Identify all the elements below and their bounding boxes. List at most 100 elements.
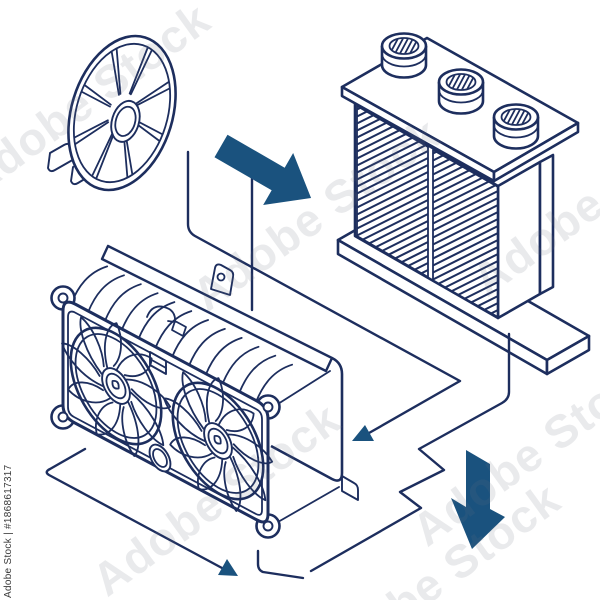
rear-fan-blade <box>88 275 124 312</box>
rear-fan-blade <box>239 356 275 393</box>
filler-cap <box>439 70 483 114</box>
grille-fin-line <box>425 194 506 235</box>
tab-hole <box>59 413 68 422</box>
rear-fan-blade <box>71 266 107 303</box>
fan-blade <box>87 399 129 440</box>
wheel-spoke <box>82 85 114 104</box>
cap-knurl-line <box>395 39 403 54</box>
rear-frame-foot <box>342 476 358 500</box>
grille-fin-line <box>348 147 436 191</box>
oval-inner <box>153 446 167 470</box>
grille-fin-line <box>348 168 436 212</box>
shroud-inner-outline <box>68 312 262 515</box>
rear-fan-blade <box>223 347 259 384</box>
cap-top-inner <box>447 74 476 90</box>
shroud-oval-opening <box>150 440 171 476</box>
oval-outer <box>150 440 171 476</box>
wheel-spoke <box>130 47 148 95</box>
fan-blade <box>189 454 231 495</box>
radiator-core-side <box>498 162 540 318</box>
radiator-base-side <box>547 336 589 374</box>
rear-fan-blade <box>256 365 292 402</box>
fan-blade <box>90 323 135 368</box>
wheel-hub <box>106 97 144 145</box>
grille-fin-line <box>425 243 506 284</box>
flow-lines <box>47 152 509 578</box>
wheel-spoke <box>75 113 108 146</box>
wiring-clip <box>147 306 175 322</box>
grille-fin-line <box>425 250 506 291</box>
grille-fin-line <box>425 180 506 221</box>
cap-rim <box>439 90 483 103</box>
rear-fan-blade <box>122 293 158 330</box>
stock-attribution-label: Adobe Stock | #1868617317 <box>3 464 14 598</box>
grille-fin-line <box>348 77 436 121</box>
grille-fin-line <box>425 229 506 270</box>
wheel-spoke <box>104 49 132 94</box>
fan-blade <box>170 420 212 477</box>
grille-fin-line <box>348 196 436 240</box>
grille-fin-line <box>348 259 436 303</box>
wheel-rim-inner <box>58 32 186 194</box>
fan-blade <box>117 338 152 390</box>
flow-line-bottom-loop <box>47 449 222 568</box>
grille-fin-line <box>348 161 436 205</box>
fan-ring-inner <box>76 316 157 456</box>
rear-fan-blade <box>172 320 208 357</box>
flow-line-wheel-to-fans <box>188 152 460 433</box>
flow-arrowhead-bottom <box>218 559 238 576</box>
bracket-hole <box>218 274 225 281</box>
fan-blade <box>75 317 109 374</box>
flow-line-bottom-stub <box>258 551 303 578</box>
radiator-top-plate-side <box>494 123 578 181</box>
fan-blade <box>192 378 237 423</box>
filler-cap <box>494 105 538 149</box>
grille-fin-line <box>425 222 506 263</box>
connector-block <box>172 321 186 336</box>
electric-fan-right <box>164 347 272 532</box>
wheel-spoke <box>100 52 130 95</box>
cap-rim <box>494 125 538 138</box>
fan-ring-inner <box>178 371 259 511</box>
oil-cooler-radiator <box>338 34 589 375</box>
wheel-spoke <box>80 92 112 107</box>
wheel-spoke <box>92 130 113 178</box>
grille-fin-line <box>348 154 436 198</box>
fan-blade <box>164 396 206 443</box>
wheel-spoke <box>76 115 109 151</box>
grille-fin-line <box>425 201 506 242</box>
electric-fan-left <box>62 292 170 477</box>
cap-knurl-line <box>517 110 525 125</box>
fan-hub-logo <box>214 434 220 445</box>
fan-blade <box>219 393 254 445</box>
fan-blade <box>68 365 110 422</box>
grille-fin-line <box>425 299 506 340</box>
grille-fin-line <box>348 84 436 128</box>
cap-knurl-line <box>457 75 465 90</box>
wheel-spoke <box>136 81 169 114</box>
wheel-ellipse-group <box>51 23 194 204</box>
fan-blade <box>126 366 171 421</box>
tab-hole <box>59 294 68 303</box>
radiator-core-edge <box>540 155 553 294</box>
cap-knurl-line <box>462 75 470 90</box>
fan-blade <box>130 392 164 445</box>
cap-knurl-line <box>400 39 408 54</box>
flow-arrowhead-left <box>352 425 374 441</box>
grille-fin-line <box>425 124 506 165</box>
tab-hole <box>264 403 273 412</box>
fan-blade <box>212 457 254 512</box>
rear-frame <box>271 358 342 481</box>
shroud-plate-detail-line <box>150 359 166 368</box>
rear-fan-blade <box>138 302 174 339</box>
fan-hub <box>204 417 232 465</box>
cap-top-inner <box>390 38 419 54</box>
grille-fin-line <box>348 175 436 219</box>
fan-hub <box>102 362 130 410</box>
cap-rim <box>382 54 426 67</box>
cap-knurl-line <box>507 110 515 125</box>
fan-hub-ring <box>208 425 227 458</box>
rear-fan-blade <box>206 338 242 375</box>
fan-blade <box>62 341 104 388</box>
